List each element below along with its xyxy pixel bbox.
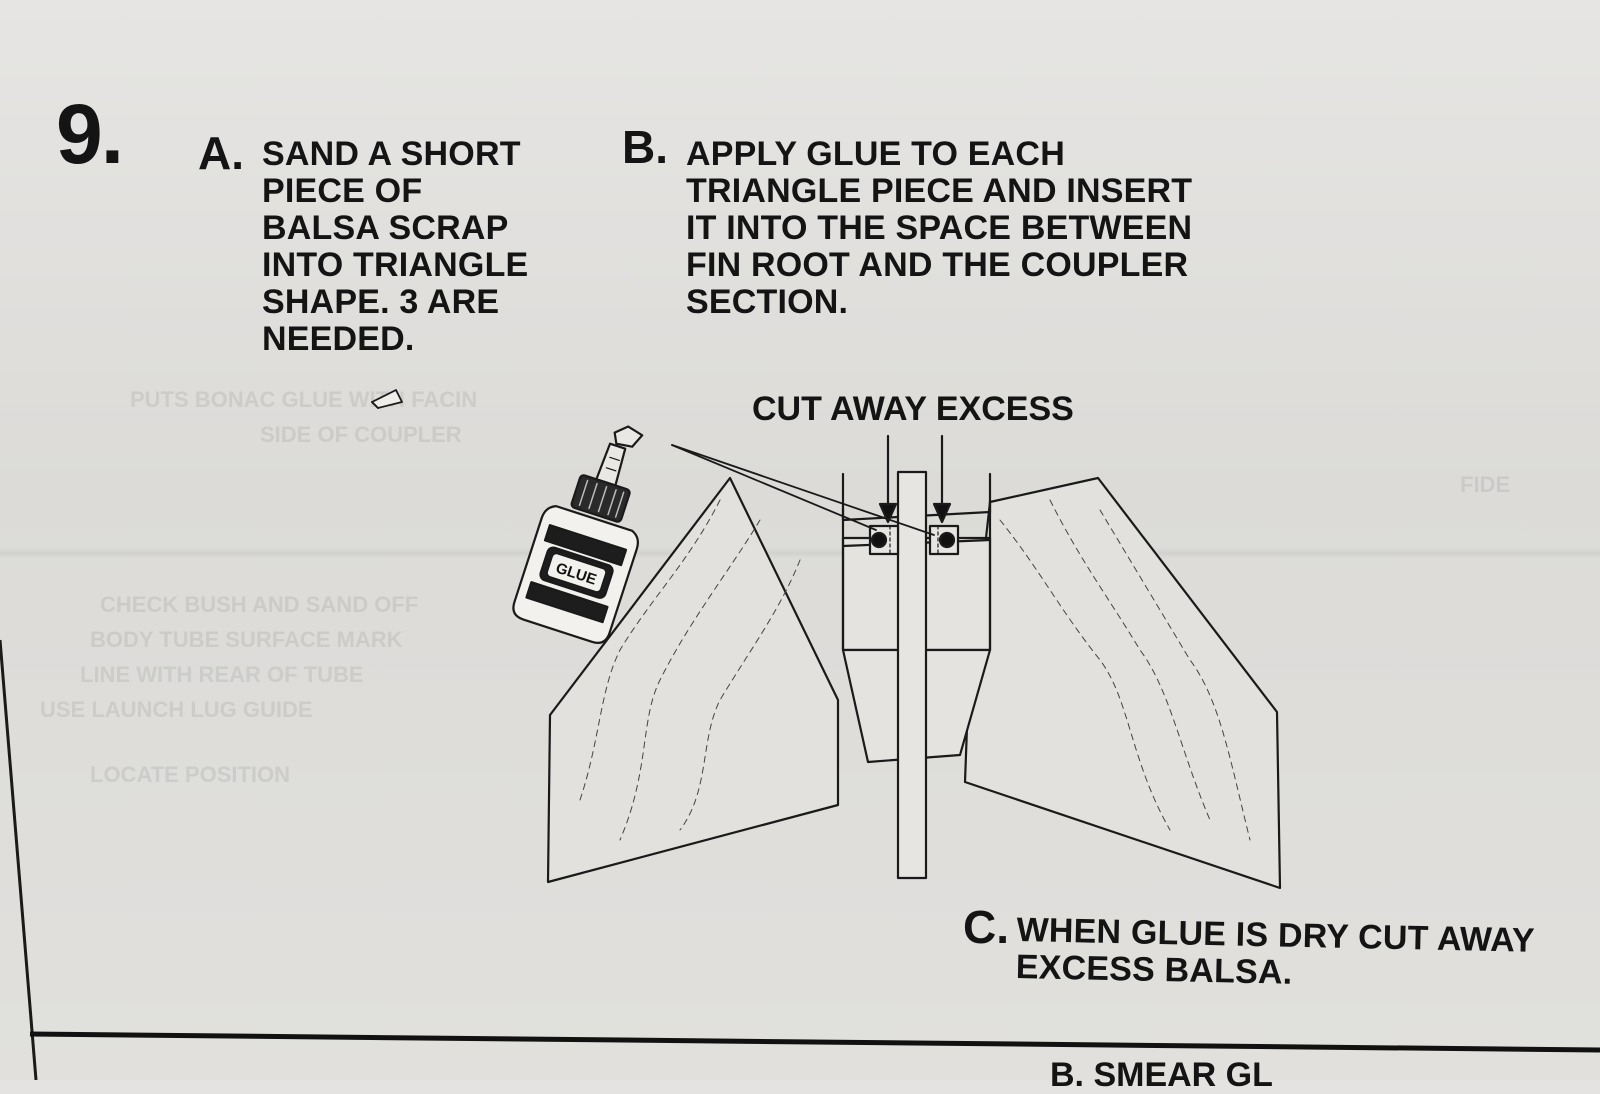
bleed-through-text: BODY TUBE SURFACE MARK (90, 627, 403, 652)
bleed-through-text: CHECK BUSH AND SAND OFF (100, 592, 419, 617)
balsa-triangle-icon (371, 389, 403, 409)
bleed-through-text: LINE WITH REAR OF TUBE (80, 662, 364, 687)
bleed-through-text: LOCATE POSITION (90, 762, 291, 787)
bleed-through-text: SIDE OF COUPLER (260, 422, 462, 447)
next-section-fragment: B. SMEAR GL (1050, 1056, 1273, 1094)
left-fin (546, 476, 840, 884)
triangle-fillets (868, 524, 960, 556)
page-border (0, 639, 38, 1080)
center-rod (896, 470, 928, 880)
bleed-through-text: USE LAUNCH LUG GUIDE (40, 697, 313, 722)
glue-bottle-icon (512, 425, 644, 644)
substep-b-letter: B. (622, 121, 668, 173)
substep-a-text: SAND A SHORT PIECE OF BALSA SCRAP INTO T… (262, 135, 529, 358)
substep-c-letter: C. (963, 901, 1009, 953)
right-fin (963, 476, 1282, 890)
substep-a-letter: A. (198, 127, 244, 179)
paper-fold-shadow (0, 548, 1600, 558)
substep-b-text: APPLY GLUE TO EACH TRIANGLE PIECE AND IN… (686, 135, 1193, 321)
bleed-through-text: PUTS BONAC GLUE WITH FACIN (130, 387, 478, 412)
section-divider (29, 1031, 1600, 1053)
bleed-through-text: FIDE (1460, 472, 1511, 497)
cut-away-excess-label: CUT AWAY EXCESS (752, 390, 1074, 428)
glue-leader-lines (671, 444, 935, 536)
cut-away-arrows (878, 434, 952, 524)
step-number: 9. (56, 87, 124, 181)
